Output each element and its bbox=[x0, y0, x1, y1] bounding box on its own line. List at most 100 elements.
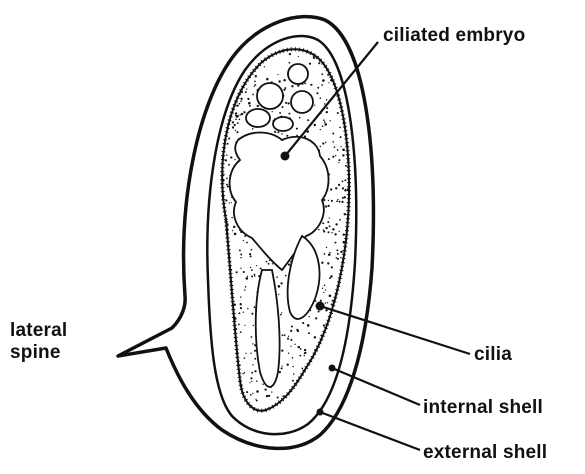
stipple-dot bbox=[226, 178, 228, 180]
stipple-dot bbox=[299, 117, 301, 119]
stipple-dot bbox=[323, 324, 325, 326]
stipple-dot bbox=[324, 121, 326, 123]
stipple-dot bbox=[235, 112, 237, 114]
stipple-dot bbox=[328, 82, 329, 83]
stipple-dot bbox=[323, 119, 325, 121]
stipple-dot bbox=[316, 92, 318, 94]
stipple-dot bbox=[327, 262, 329, 264]
stipple-dot bbox=[318, 310, 320, 312]
stipple-dot bbox=[322, 125, 324, 127]
stipple-dot bbox=[286, 135, 288, 137]
stipple-dot bbox=[252, 128, 254, 130]
stipple-dot bbox=[344, 196, 346, 198]
stipple-dot bbox=[348, 196, 350, 198]
stipple-dot bbox=[322, 222, 324, 224]
stipple-dot bbox=[341, 201, 343, 203]
stipple-dot bbox=[337, 112, 339, 114]
stipple-dot bbox=[236, 105, 238, 107]
stipple-dot bbox=[246, 391, 248, 393]
stipple-dot bbox=[226, 223, 228, 225]
stipple-dot bbox=[347, 160, 349, 162]
stipple-dot bbox=[322, 79, 325, 82]
stipple-dot bbox=[307, 119, 309, 121]
stipple-dot bbox=[309, 316, 310, 317]
stipple-dot bbox=[324, 123, 327, 126]
stipple-dot bbox=[321, 73, 323, 75]
stipple-dot bbox=[241, 113, 243, 115]
stipple-dot bbox=[244, 325, 245, 326]
stipple-dot bbox=[329, 252, 330, 253]
stipple-dot bbox=[331, 200, 333, 202]
stipple-dot bbox=[343, 241, 346, 244]
stipple-dot bbox=[338, 159, 340, 161]
stipple-dot bbox=[325, 289, 326, 290]
stipple-dot bbox=[344, 179, 346, 181]
stipple-dot bbox=[243, 240, 244, 241]
label-internal-shell: internal shell bbox=[423, 397, 543, 419]
stipple-dot bbox=[330, 188, 332, 190]
stipple-dot bbox=[255, 75, 257, 77]
stipple-dot bbox=[294, 344, 295, 345]
stipple-dot bbox=[235, 118, 237, 120]
stipple-dot bbox=[320, 300, 322, 302]
stipple-dot bbox=[290, 346, 291, 347]
stipple-dot bbox=[334, 233, 336, 235]
stipple-dot bbox=[239, 364, 241, 366]
stipple-dot bbox=[254, 86, 255, 87]
stipple-dot bbox=[325, 302, 326, 303]
stipple-dot bbox=[332, 228, 334, 230]
stipple-dot bbox=[324, 285, 326, 287]
stipple-dot bbox=[320, 97, 322, 99]
stipple-dot bbox=[225, 159, 227, 161]
stipple-dot bbox=[343, 234, 345, 236]
stipple-dot bbox=[250, 377, 252, 379]
stipple-dot bbox=[229, 202, 230, 203]
stipple-dot bbox=[340, 136, 342, 138]
stipple-dot bbox=[329, 217, 330, 218]
stipple-dot bbox=[250, 352, 251, 353]
stipple-dot bbox=[236, 131, 238, 133]
stipple-dot bbox=[296, 128, 298, 130]
stipple-dot bbox=[328, 253, 331, 256]
stipple-dot bbox=[240, 268, 241, 269]
stipple-dot bbox=[232, 121, 234, 123]
stipple-dot bbox=[260, 268, 262, 270]
stipple-dot bbox=[234, 233, 237, 236]
stipple-dot bbox=[347, 188, 350, 191]
stipple-dot bbox=[240, 257, 241, 258]
stipple-dot bbox=[250, 267, 251, 268]
stipple-dot bbox=[249, 105, 251, 107]
stipple-dot bbox=[277, 285, 278, 286]
stipple-dot bbox=[266, 261, 268, 263]
stipple-dot bbox=[255, 399, 256, 400]
stipple-dot bbox=[281, 349, 283, 351]
stipple-dot bbox=[247, 276, 248, 277]
stipple-dot bbox=[318, 229, 320, 231]
stipple-dot bbox=[332, 133, 334, 135]
stipple-dot bbox=[337, 258, 339, 260]
stipple-dot bbox=[340, 257, 341, 258]
pointer-dot-internal-shell bbox=[329, 365, 336, 372]
stipple-dot bbox=[254, 81, 256, 83]
stipple-dot bbox=[282, 395, 284, 397]
stipple-dot bbox=[330, 275, 332, 277]
stipple-dot bbox=[223, 148, 225, 150]
stipple-dot bbox=[280, 314, 282, 316]
stipple-dot bbox=[236, 115, 239, 118]
stipple-dot bbox=[243, 271, 245, 273]
stipple-dot bbox=[262, 384, 263, 385]
stipple-dot bbox=[256, 265, 257, 266]
stipple-dot bbox=[335, 242, 337, 244]
stipple-dot bbox=[240, 98, 242, 100]
stipple-dot bbox=[336, 200, 338, 202]
stipple-dot bbox=[281, 367, 283, 369]
stipple-dot bbox=[237, 122, 239, 124]
stipple-dot bbox=[301, 368, 303, 370]
stipple-dot bbox=[243, 312, 244, 313]
stipple-dot bbox=[302, 322, 304, 324]
stipple-dot bbox=[342, 187, 344, 189]
stipple-dot bbox=[290, 339, 292, 341]
pointer-line-external-shell bbox=[320, 412, 420, 450]
stipple-dot bbox=[254, 274, 256, 276]
stipple-dot bbox=[244, 372, 245, 373]
